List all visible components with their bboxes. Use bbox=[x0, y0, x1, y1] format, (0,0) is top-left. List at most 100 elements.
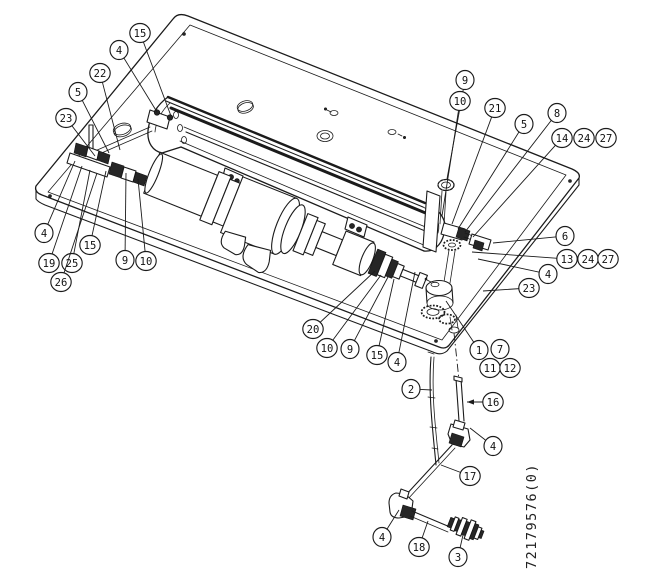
leader-line bbox=[469, 427, 486, 441]
leader-line bbox=[137, 178, 146, 252]
callout-balloon-27: 27 bbox=[597, 248, 619, 270]
leader-line bbox=[51, 165, 83, 255]
callout-balloon-16: 16 bbox=[482, 391, 504, 413]
svg-text:20: 20 bbox=[307, 324, 320, 336]
pump-assembly bbox=[143, 151, 428, 289]
callout-balloon-25: 25 bbox=[61, 252, 83, 274]
svg-text:4: 4 bbox=[116, 45, 122, 57]
callout-balloon-13: 13 bbox=[556, 248, 578, 270]
svg-text:17: 17 bbox=[464, 471, 477, 483]
callout-balloon-19: 19 bbox=[38, 252, 60, 274]
leader-line bbox=[441, 110, 459, 217]
callout-balloon-4: 4 bbox=[109, 39, 129, 61]
leader-line bbox=[101, 82, 121, 151]
svg-text:19: 19 bbox=[43, 258, 56, 270]
svg-text:21: 21 bbox=[489, 103, 502, 115]
svg-text:26: 26 bbox=[55, 277, 68, 289]
callout-balloon-1: 1 bbox=[469, 339, 489, 361]
callout-balloon-4: 4 bbox=[538, 263, 558, 285]
callout-balloon-15: 15 bbox=[129, 22, 151, 44]
callout-balloon-4: 4 bbox=[372, 526, 392, 548]
callout-balloon-21: 21 bbox=[484, 97, 506, 119]
callout-balloon-3: 3 bbox=[448, 546, 468, 568]
leader-line bbox=[319, 270, 376, 323]
beam-bracket-2 bbox=[344, 216, 368, 238]
callout-balloon-24: 24 bbox=[577, 248, 599, 270]
leader-line bbox=[421, 520, 429, 539]
callout-balloon-23: 23 bbox=[55, 107, 77, 129]
mounting-plate bbox=[34, 13, 580, 355]
latch-detail-2 bbox=[387, 129, 406, 140]
leader-line bbox=[73, 169, 91, 254]
callout-balloon-2: 2 bbox=[401, 378, 421, 400]
callout-balloon-26: 26 bbox=[50, 271, 72, 293]
svg-text:9: 9 bbox=[122, 255, 128, 267]
svg-text:24: 24 bbox=[578, 133, 591, 145]
leader-line bbox=[482, 288, 520, 292]
svg-text:10: 10 bbox=[140, 256, 153, 268]
part-number: 72179576(0) bbox=[524, 463, 540, 569]
leader-line bbox=[477, 258, 539, 273]
callout-balloon-27: 27 bbox=[595, 127, 617, 149]
svg-text:4: 4 bbox=[379, 532, 385, 544]
left-fitting-group bbox=[66, 124, 148, 187]
leader-line bbox=[420, 389, 433, 391]
svg-text:4: 4 bbox=[41, 228, 47, 240]
elbow-fitting-upper bbox=[447, 419, 471, 448]
svg-text:9: 9 bbox=[462, 75, 468, 87]
tube-16 bbox=[453, 375, 465, 422]
svg-text:18: 18 bbox=[413, 542, 426, 554]
svg-text:10: 10 bbox=[321, 343, 334, 355]
callout-balloon-24: 24 bbox=[573, 127, 595, 149]
leader-line bbox=[398, 271, 416, 353]
svg-text:4: 4 bbox=[490, 441, 496, 453]
leader-line bbox=[47, 160, 76, 225]
svg-text:14: 14 bbox=[556, 133, 569, 145]
svg-text:27: 27 bbox=[600, 133, 613, 145]
svg-text:11: 11 bbox=[484, 363, 497, 375]
callout-balloon-8: 8 bbox=[547, 102, 567, 124]
leader-line bbox=[354, 276, 389, 341]
svg-text:7: 7 bbox=[497, 344, 503, 356]
leader-line bbox=[71, 125, 96, 157]
callout-balloon-17: 17 bbox=[459, 465, 481, 487]
svg-text:4: 4 bbox=[545, 269, 551, 281]
svg-text:10: 10 bbox=[454, 96, 467, 108]
svg-text:3: 3 bbox=[455, 552, 461, 564]
leader-line bbox=[81, 100, 110, 154]
callout-balloon-9: 9 bbox=[340, 338, 360, 360]
svg-text:22: 22 bbox=[94, 68, 107, 80]
svg-text:2: 2 bbox=[408, 384, 414, 396]
leader-line bbox=[142, 41, 172, 117]
svg-text:23: 23 bbox=[60, 113, 73, 125]
svg-text:5: 5 bbox=[521, 119, 527, 131]
callout-balloon-20: 20 bbox=[302, 318, 324, 340]
leader-line bbox=[471, 251, 558, 259]
svg-text:25: 25 bbox=[66, 258, 79, 270]
leader-arrowhead bbox=[467, 399, 474, 405]
svg-text:1: 1 bbox=[476, 345, 482, 357]
l-fitting-lower bbox=[388, 488, 417, 521]
callout-balloon-10: 10 bbox=[449, 90, 471, 112]
svg-text:5: 5 bbox=[75, 87, 81, 99]
leader-line bbox=[492, 236, 556, 244]
callout-balloon-5: 5 bbox=[514, 113, 534, 135]
leader-line bbox=[378, 278, 395, 346]
leader-line bbox=[332, 274, 382, 341]
tube-18 bbox=[409, 510, 451, 533]
right-fitting-group bbox=[422, 178, 492, 284]
callout-balloon-11: 11 bbox=[479, 357, 501, 379]
callout-balloon-4: 4 bbox=[483, 435, 503, 457]
svg-text:24: 24 bbox=[582, 254, 595, 266]
callout-balloon-7: 7 bbox=[490, 338, 510, 360]
svg-text:12: 12 bbox=[504, 363, 517, 375]
callout-balloon-4: 4 bbox=[387, 351, 407, 373]
svg-text:27: 27 bbox=[602, 254, 615, 266]
svg-text:13: 13 bbox=[561, 254, 574, 266]
svg-text:15: 15 bbox=[134, 28, 147, 40]
svg-text:15: 15 bbox=[84, 240, 97, 252]
leader-line bbox=[123, 57, 158, 113]
leader-line bbox=[472, 144, 556, 238]
